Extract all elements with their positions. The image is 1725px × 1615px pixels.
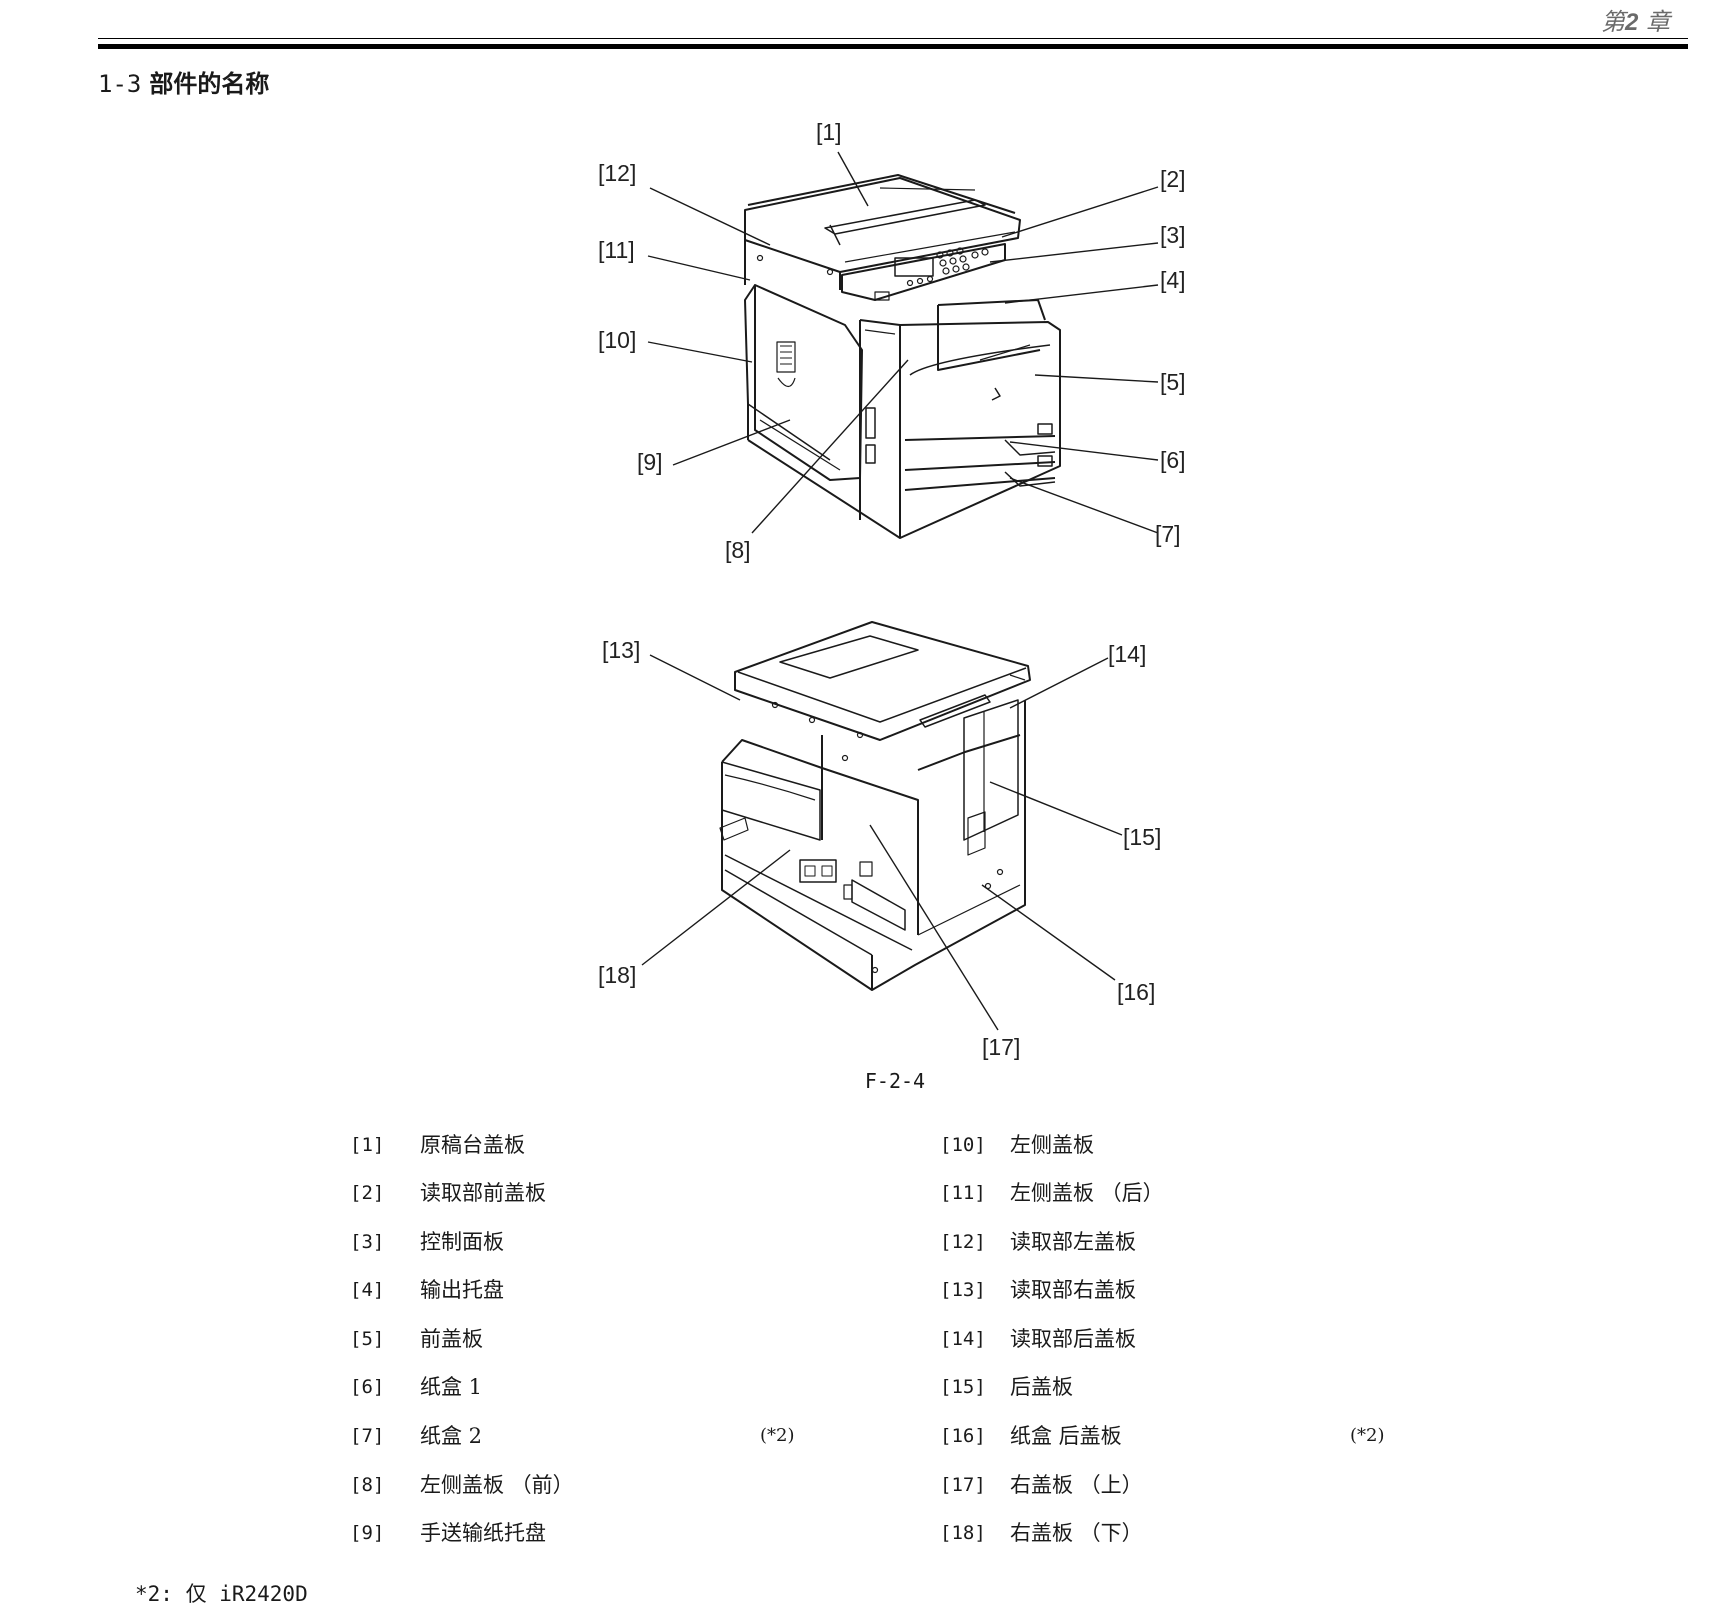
callout-7: [7] xyxy=(1155,521,1181,547)
part-name: 读取部左盖板 xyxy=(1010,1230,1136,1254)
chapter-number: 2 xyxy=(1625,9,1639,36)
part-name: 读取部右盖板 xyxy=(1010,1278,1136,1302)
part-note: (*2) xyxy=(760,1425,795,1446)
part-number: [15] xyxy=(940,1376,986,1398)
part-name: 左侧盖板 xyxy=(1010,1133,1094,1157)
callout-10: [10] xyxy=(598,327,636,353)
callout-4: [4] xyxy=(1160,267,1186,293)
part-name: 前盖板 xyxy=(420,1327,483,1351)
part-name: 纸盒 后盖板 xyxy=(1010,1424,1122,1448)
part-number: [2] xyxy=(350,1182,385,1204)
part-number: [17] xyxy=(940,1474,986,1496)
part-number: [4] xyxy=(350,1279,385,1301)
copier-figure: [1] [2] [3] [4] [5] [6] [7] [8] [9] [10]… xyxy=(598,119,1186,1060)
part-name: 读取部后盖板 xyxy=(1010,1327,1136,1351)
part-number: [3] xyxy=(350,1231,385,1253)
part-note: (*2) xyxy=(1350,1425,1385,1446)
part-name: 读取部前盖板 xyxy=(420,1181,546,1205)
part-number: [5] xyxy=(350,1328,385,1350)
part-name: 后盖板 xyxy=(1010,1375,1073,1399)
part-name: 右盖板 （下） xyxy=(1010,1521,1143,1545)
part-name: 输出托盘 xyxy=(420,1278,504,1302)
callout-labels: [1] [2] [3] [4] [5] [6] [7] [8] [9] [10]… xyxy=(598,119,1186,1060)
figure-caption: F-2-4 xyxy=(864,1069,926,1093)
part-name: 左侧盖板 （后） xyxy=(1010,1181,1164,1205)
part-number: [7] xyxy=(350,1425,385,1447)
footnote: *2: 仅 iR2420D xyxy=(135,1582,308,1606)
part-number: [14] xyxy=(940,1328,986,1350)
callout-11: [11] xyxy=(598,237,635,263)
part-name: 控制面板 xyxy=(420,1230,504,1254)
part-name: 手送输纸托盘 xyxy=(420,1521,546,1545)
section-title-text: 部件的名称 xyxy=(149,70,270,98)
part-name: 右盖板 （上） xyxy=(1010,1473,1143,1497)
callout-5: [5] xyxy=(1160,369,1186,395)
part-number: [13] xyxy=(940,1279,986,1301)
callout-8: [8] xyxy=(725,537,751,563)
part-number: [6] xyxy=(350,1376,385,1398)
copier-front-view xyxy=(744,174,1061,539)
header-rule-thick xyxy=(98,44,1688,49)
part-name: 纸盒 2 xyxy=(420,1424,483,1448)
callout-2: [2] xyxy=(1160,166,1186,192)
part-number: [11] xyxy=(940,1182,986,1204)
part-number: [10] xyxy=(940,1134,986,1156)
part-number: [1] xyxy=(350,1134,385,1156)
part-number: [9] xyxy=(350,1522,385,1544)
callout-15: [15] xyxy=(1123,824,1161,850)
chapter-label: 第2 章 xyxy=(1601,8,1670,36)
copier-rear-view xyxy=(719,621,1031,991)
callout-6: [6] xyxy=(1160,447,1186,473)
callout-13: [13] xyxy=(602,637,640,663)
part-number: [12] xyxy=(940,1231,986,1253)
callout-17: [17] xyxy=(982,1034,1020,1060)
section-number: 1-3 xyxy=(98,70,142,98)
callout-9: [9] xyxy=(637,449,663,475)
header-rule-thin xyxy=(98,38,1688,39)
part-name: 左侧盖板 （前） xyxy=(420,1473,574,1497)
callout-3: [3] xyxy=(1160,222,1186,248)
callout-12: [12] xyxy=(598,160,636,186)
callout-16: [16] xyxy=(1117,979,1155,1005)
callout-18: [18] xyxy=(598,962,636,988)
part-name: 原稿台盖板 xyxy=(420,1133,525,1157)
callout-14: [14] xyxy=(1108,641,1146,667)
part-number: [18] xyxy=(940,1522,986,1544)
callout-1: [1] xyxy=(816,119,842,145)
front-leader-lines xyxy=(647,151,1159,534)
rear-leader-lines xyxy=(641,654,1123,1031)
part-number: [16] xyxy=(940,1425,986,1447)
part-name: 纸盒 1 xyxy=(420,1375,483,1399)
part-number: [8] xyxy=(350,1474,385,1496)
